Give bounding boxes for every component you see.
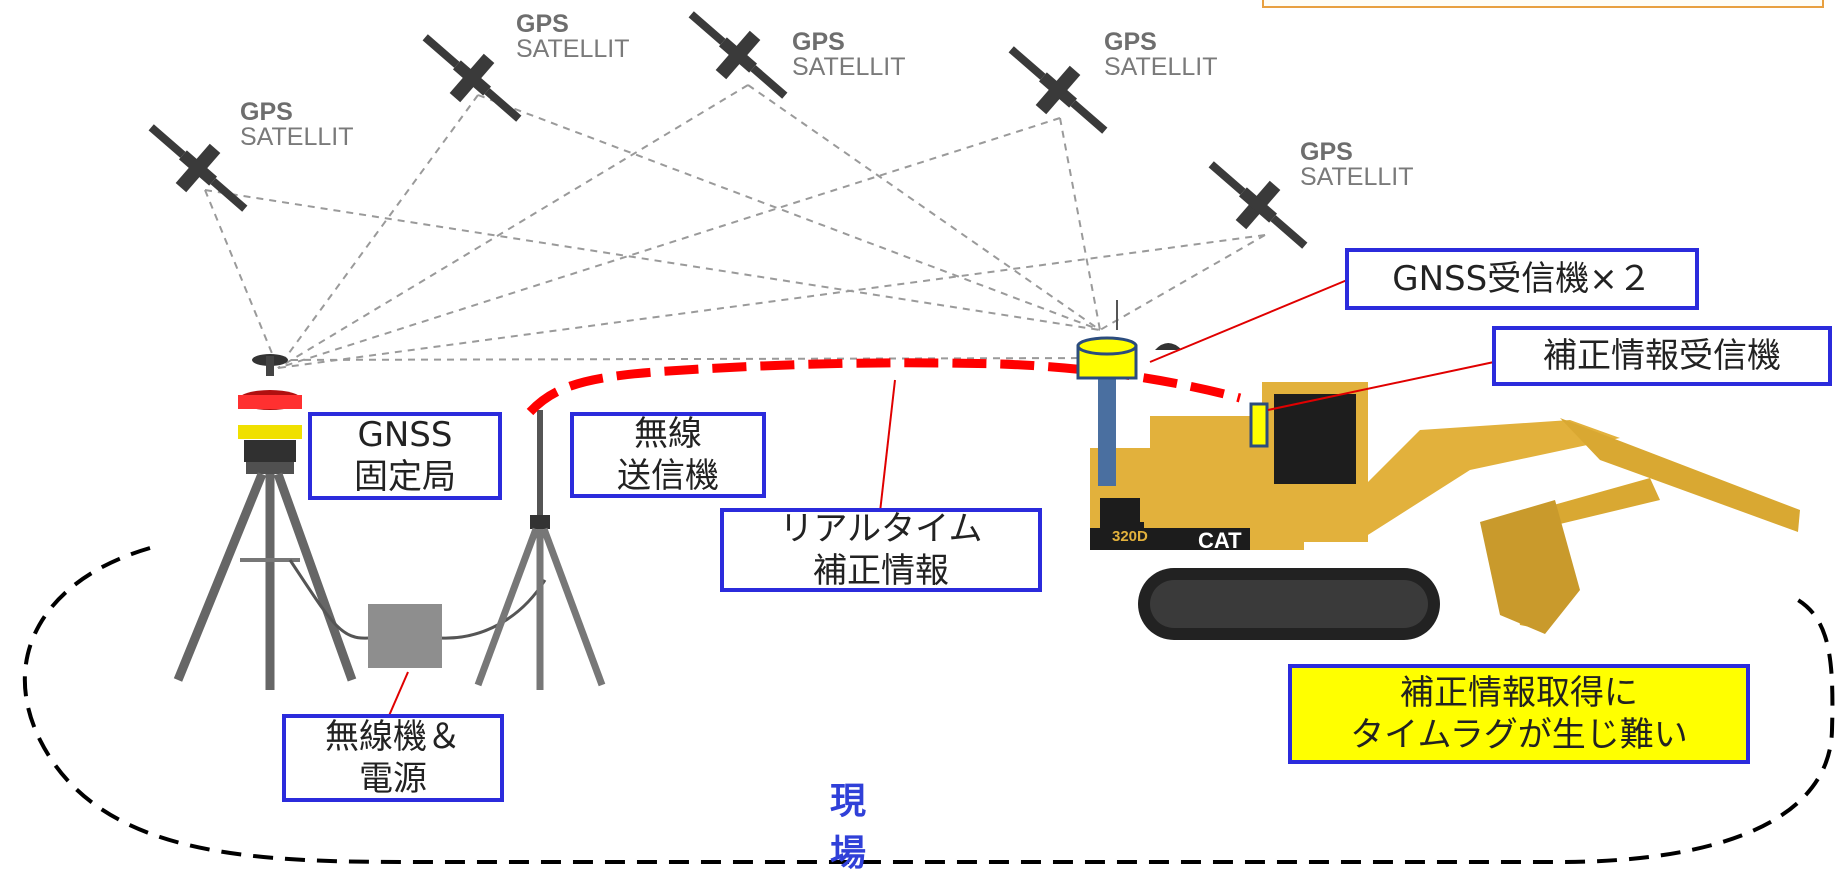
satellite-icon	[674, 0, 802, 116]
satellite-label: GPS SATELLIT	[1104, 28, 1218, 81]
radio-power-unit-icon	[368, 604, 442, 668]
radio-transmitter-label: 無線 送信機	[570, 412, 766, 498]
correction-receiver-icon	[1249, 402, 1269, 448]
radio-transmitter-tripod-icon	[474, 410, 606, 690]
cropped-top-frame	[1262, 0, 1824, 8]
gnss-base-label: GNSS 固定局	[308, 412, 502, 500]
satellite-label: GPS SATELLIT	[516, 10, 630, 63]
cable	[288, 559, 369, 640]
gnss-receiver-label: GNSS受信機×２	[1345, 248, 1699, 310]
field-boundary	[22, 546, 1835, 864]
excavator-icon	[1090, 382, 1800, 640]
excavator-model-text: 320D	[1112, 528, 1148, 545]
gnss-receiver-icon	[1076, 300, 1182, 486]
gnss-base-tripod-icon	[173, 354, 357, 690]
satellite-label: GPS SATELLIT	[792, 28, 906, 81]
leader-line	[1149, 277, 1353, 363]
leader-line	[879, 379, 896, 513]
satellite-label: GPS SATELLIT	[1300, 138, 1414, 191]
excavator-brand-text: CAT	[1198, 528, 1242, 553]
field-site-label: 現 場	[830, 781, 901, 874]
cable	[439, 579, 547, 640]
leader-line	[387, 671, 409, 719]
satellite-label: GPS SATELLIT	[240, 98, 354, 151]
satellite-icon	[994, 29, 1122, 151]
satellite-signal-lines	[204, 84, 1266, 369]
leader-line	[1267, 361, 1495, 411]
radio-power-label: 無線機＆ 電源	[282, 714, 504, 802]
correction-receiver-label: 補正情報受信機	[1492, 326, 1832, 386]
realtime-correction-label: リアルタイム 補正情報	[720, 508, 1042, 592]
timelag-note: 補正情報取得に タイムラグが生じ難い	[1288, 664, 1750, 764]
